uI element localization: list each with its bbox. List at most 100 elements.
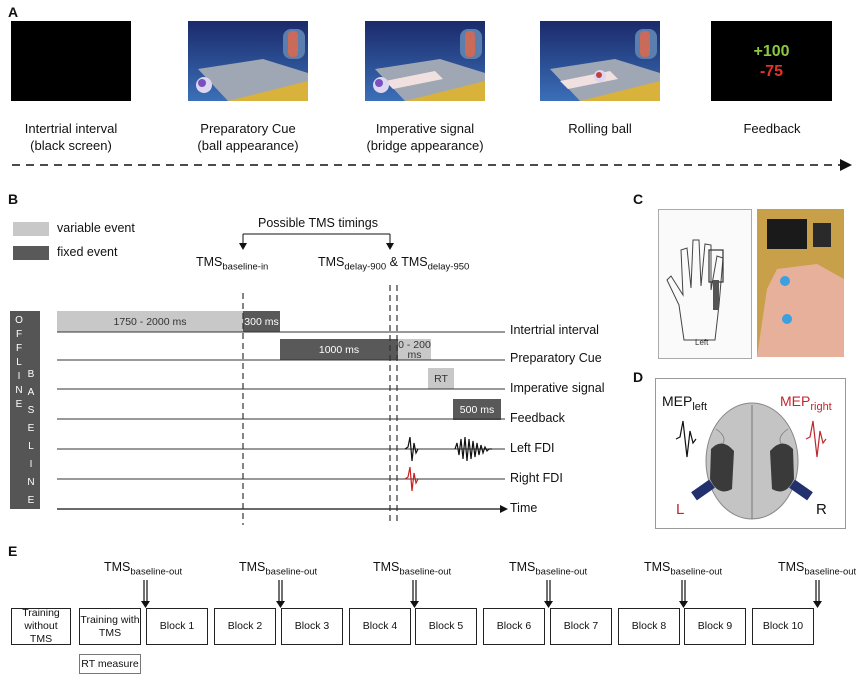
caption-line: (black screen) xyxy=(30,138,112,153)
tms-subscript: baseline-out xyxy=(399,566,452,578)
row-label-right-fdi: Right FDI xyxy=(510,471,563,485)
vertical-letter: N xyxy=(15,385,23,396)
block-training-without-tms: Training without TMS xyxy=(11,607,71,645)
tms-baseline-out-4: TMSbaseline-out xyxy=(509,560,587,578)
block-7: Block 7 xyxy=(550,608,612,645)
tms-text: TMS xyxy=(509,560,536,574)
rolling-ball-frame xyxy=(540,21,660,101)
vertical-letter: E xyxy=(15,399,23,410)
tms-text: TMS xyxy=(318,255,345,269)
vertical-letter: N xyxy=(27,477,35,488)
vertical-letter: L xyxy=(28,441,34,452)
block-6: Block 6 xyxy=(483,608,545,645)
caption-intertrial: Intertrial interval (black screen) xyxy=(0,120,151,154)
block-8: Block 8 xyxy=(618,608,680,645)
mep-subscript: right xyxy=(810,400,832,413)
legend-fixed-label: fixed event xyxy=(57,245,118,259)
vertical-letter: I xyxy=(29,459,33,470)
block-1: Block 1 xyxy=(146,608,208,645)
right-hemisphere-label: R xyxy=(816,501,827,518)
brain-illustration xyxy=(675,402,827,520)
vertical-letter: A xyxy=(27,387,35,398)
iti-fixed-bar: 300 ms xyxy=(243,311,280,332)
left-hemisphere-label: L xyxy=(676,501,685,518)
row-label-feedback: Feedback xyxy=(510,411,565,425)
tms-baseline-out-3: TMSbaseline-out xyxy=(373,560,451,578)
tms-text: TMS xyxy=(778,560,805,574)
row-label-time: Time xyxy=(510,501,538,515)
panel-e-label: E xyxy=(8,543,18,559)
caption-line: (ball appearance) xyxy=(197,138,299,153)
caption-preparatory: Preparatory Cue (ball appearance) xyxy=(168,120,328,154)
vertical-letter: S xyxy=(27,405,35,416)
tms-baseline-out-2: TMSbaseline-out xyxy=(239,560,317,578)
brain-panel: MEPleft MEPright L R xyxy=(655,378,846,529)
tms-subscript: delay-950 xyxy=(427,261,470,273)
caption-line: (bridge appearance) xyxy=(366,138,484,153)
tms-subscript: baseline-in xyxy=(222,261,269,273)
legend-variable-label: variable event xyxy=(57,221,135,235)
hand-photo xyxy=(757,209,844,357)
mep-subscript: left xyxy=(692,400,708,413)
caption-rolling: Rolling ball xyxy=(520,120,680,137)
rt-measure-box: RT measure xyxy=(79,654,141,674)
tms-delay-label: TMSdelay-900 & TMSdelay-950 xyxy=(318,255,469,273)
bridge-appearance-frame xyxy=(365,21,485,101)
delay-text: 0 - 200 xyxy=(398,338,431,351)
block-9: Block 9 xyxy=(684,608,746,645)
block-2: Block 2 xyxy=(214,608,276,645)
mep-right-label: MEPright xyxy=(780,393,832,413)
tms-baseline-in-label: TMSbaseline-in xyxy=(196,255,268,273)
mep-text: MEP xyxy=(780,393,811,409)
rt-bar: RT xyxy=(428,368,454,389)
feedback-bar: 500 ms xyxy=(453,399,501,420)
panel-a-time-arrow xyxy=(12,159,852,171)
row-label-left-fdi: Left FDI xyxy=(510,441,555,455)
vertical-letter: E xyxy=(27,423,35,434)
tms-subscript: baseline-out xyxy=(535,566,588,578)
preparatory-bar: 1000 ms xyxy=(280,339,398,360)
tms-baseline-out-6: TMSbaseline-out xyxy=(778,560,856,578)
delay-text: ms xyxy=(407,348,422,361)
caption-line: Imperative signal xyxy=(375,121,475,136)
vertical-letter: O xyxy=(15,315,23,326)
tms-text: TMS xyxy=(373,560,400,574)
panel-a-label: A xyxy=(8,4,19,20)
caption-line: Preparatory Cue xyxy=(200,121,296,136)
block-10: Block 10 xyxy=(752,608,814,645)
feedback-positive-score: +100 xyxy=(753,43,790,60)
tms-text: TMS xyxy=(644,560,671,574)
vertical-letter: F xyxy=(15,343,23,354)
tms-text: TMS xyxy=(401,255,428,269)
iti-variable-bar: 1750 - 2000 ms xyxy=(57,311,243,332)
caption-imperative: Imperative signal (bridge appearance) xyxy=(345,120,505,154)
panel-b-label: B xyxy=(8,191,19,207)
caption-line: Rolling ball xyxy=(568,121,632,136)
block-4: Block 4 xyxy=(349,608,411,645)
tms-subscript: delay-900 xyxy=(344,261,387,273)
hand-drawing: Left xyxy=(658,209,752,359)
hand-drawing-label: Left xyxy=(695,338,709,347)
vertical-letter: B xyxy=(27,369,35,380)
block-3: Block 3 xyxy=(281,608,343,645)
row-label-intertrial: Intertrial interval xyxy=(510,323,599,337)
panel-d-label: D xyxy=(633,369,644,385)
panel-c-label: C xyxy=(633,191,644,207)
row-label-imperative: Imperative signal xyxy=(510,381,605,395)
ball-appearance-frame xyxy=(188,21,308,101)
block-5: Block 5 xyxy=(415,608,477,645)
tms-text: TMS xyxy=(239,560,266,574)
legend-fixed-swatch xyxy=(13,246,49,260)
vertical-letter: E xyxy=(27,495,35,506)
tms-text: TMS xyxy=(104,560,131,574)
vertical-letter: I xyxy=(17,371,21,382)
tms-subscript: baseline-out xyxy=(130,566,183,578)
feedback-negative-score: -75 xyxy=(759,63,784,80)
mep-text: MEP xyxy=(662,393,693,409)
tms-text: TMS xyxy=(196,255,223,269)
legend-variable-swatch xyxy=(13,222,49,236)
black-screen-frame xyxy=(11,21,131,101)
